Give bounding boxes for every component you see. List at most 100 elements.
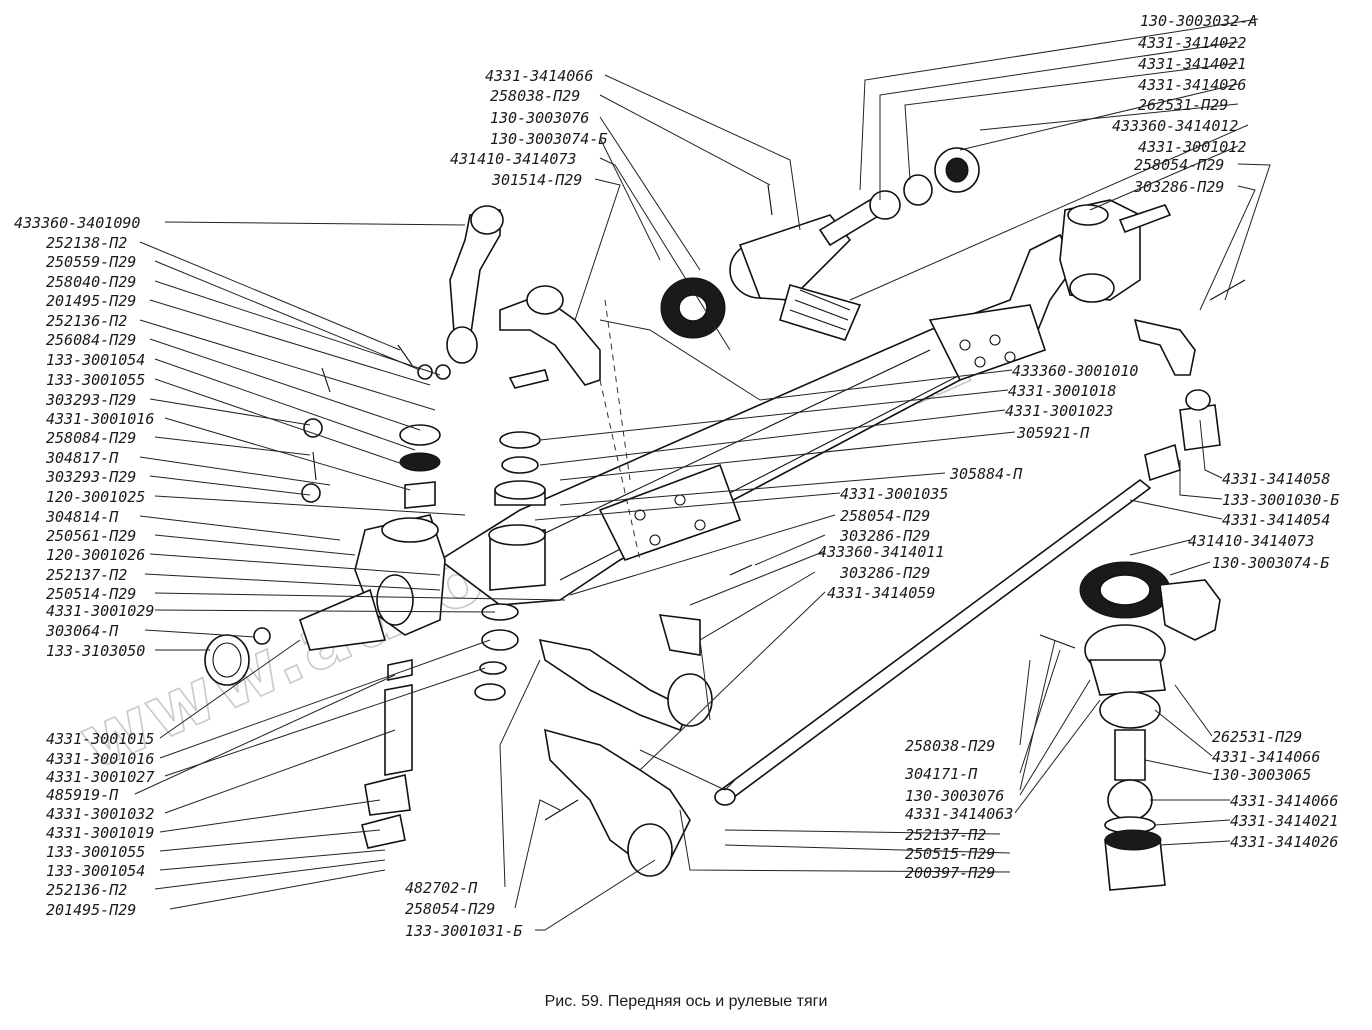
- label-bottom-left-1: 4331-3001016: [46, 750, 154, 768]
- label-top-11: 130-3003076: [490, 109, 589, 127]
- label-bottom-middle-6: 200397-П29: [905, 864, 995, 882]
- label-top-6: 4331-3001012: [1138, 138, 1246, 156]
- label-top-3: 4331-3414026: [1138, 76, 1246, 94]
- tie-rod-ends-left: [499, 285, 601, 389]
- tie-rod: [714, 443, 1181, 806]
- label-left-10: 4331-3001016: [46, 410, 154, 428]
- label-left-17: 120-3001026: [46, 546, 145, 564]
- label-right-7: 130-3003065: [1212, 766, 1311, 784]
- label-bottom-left-0: 4331-3001015: [46, 730, 154, 748]
- label-bottom-left-3: 485919-П: [46, 786, 119, 804]
- label-left-19: 250514-П29: [46, 585, 136, 603]
- label-bottom-middle-5: 250515-П29: [905, 845, 995, 863]
- label-bottom-left-5: 4331-3001019: [46, 824, 154, 842]
- label-right-5: 262531-П29: [1212, 728, 1302, 746]
- label-bottom-middle-4: 252137-П2: [905, 826, 986, 844]
- label-group-top: 130-3003032-А 4331-3414022 4331-3414021 …: [450, 12, 1257, 196]
- label-right-0: 4331-3414058: [1222, 470, 1330, 488]
- label-bottom-middle-2: 130-3003076: [905, 787, 1004, 805]
- label-left-7: 133-3001054: [46, 351, 145, 369]
- label-top-2: 4331-3414021: [1138, 55, 1246, 73]
- label-middle-9: 303286-П29: [839, 564, 930, 582]
- label-top-5: 433360-3414012: [1112, 117, 1238, 135]
- label-left-0: 433360-3401090: [14, 214, 140, 232]
- label-bottom-0: 482702-П: [405, 879, 478, 897]
- label-top-9: 4331-3414066: [485, 67, 593, 85]
- label-left-21: 303064-П: [45, 622, 119, 640]
- steering-ball-joint-upper: [660, 147, 980, 341]
- label-left-12: 304817-П: [45, 449, 119, 467]
- drag-link-end-right: [1079, 561, 1221, 891]
- label-top-4: 262531-П29: [1138, 96, 1228, 114]
- label-left-8: 133-3001055: [46, 371, 145, 389]
- king-pin-parts: [301, 364, 546, 849]
- label-bottom-left-4: 4331-3001032: [46, 805, 154, 823]
- label-group-bottom: 482702-П 258054-П29 133-3001031-Б: [405, 879, 522, 940]
- label-bottom-middle-1: 304171-П: [904, 765, 978, 783]
- label-right-3: 431410-3414073: [1188, 532, 1314, 550]
- label-bottom-left-7: 133-3001054: [46, 862, 145, 880]
- label-group-left: 433360-3401090 252138-П2 250559-П29 2580…: [14, 214, 154, 660]
- label-left-9: 303293-П29: [45, 391, 136, 409]
- label-middle-5: 4331-3001035: [840, 485, 948, 503]
- label-left-11: 258084-П29: [46, 429, 136, 447]
- label-top-13: 431410-3414073: [450, 150, 576, 168]
- label-group-middle: 433360-3001010 4331-3001018 4331-3001023…: [818, 362, 1138, 602]
- label-middle-2: 4331-3001023: [1005, 402, 1113, 420]
- label-bottom-left-6: 133-3001055: [46, 843, 145, 861]
- label-middle-4: 305884-П: [949, 465, 1023, 483]
- label-right-9: 4331-3414021: [1230, 812, 1338, 830]
- label-group-bottom-left: 4331-3001015 4331-3001016 4331-3001027 4…: [46, 730, 154, 919]
- label-top-12: 130-3003074-Б: [490, 130, 607, 148]
- label-left-20: 4331-3001029: [46, 602, 154, 620]
- label-left-5: 252136-П2: [46, 312, 127, 330]
- label-middle-6: 258054-П29: [840, 507, 930, 525]
- steering-arm-lower: [538, 614, 713, 877]
- label-group-bottom-middle: 258038-П29 304171-П 130-3003076 4331-341…: [904, 737, 1013, 882]
- label-group-right: 4331-3414058 133-3001030-Б 4331-3414054 …: [1188, 470, 1339, 851]
- front-axle-beam: [438, 233, 1076, 606]
- label-top-0: 130-3003032-А: [1140, 12, 1257, 30]
- pitman-arm: [446, 205, 504, 364]
- label-bottom-2: 133-3001031-Б: [405, 922, 522, 940]
- label-middle-8: 433360-3414011: [818, 543, 944, 561]
- label-left-4: 201495-П29: [46, 292, 136, 310]
- label-left-3: 258040-П29: [46, 273, 136, 291]
- leader-lines: [134, 18, 1271, 931]
- label-bottom-left-2: 4331-3001027: [46, 768, 154, 786]
- label-bottom-middle-3: 4331-3414063: [905, 805, 1013, 823]
- label-left-22: 133-3103050: [46, 642, 145, 660]
- label-left-14: 120-3001025: [46, 488, 145, 506]
- label-left-16: 250561-П29: [46, 527, 136, 545]
- label-top-7: 258054-П29: [1134, 156, 1224, 174]
- label-top-10: 258038-П29: [490, 87, 580, 105]
- label-left-1: 252138-П2: [46, 234, 127, 252]
- label-middle-7: 303286-П29: [839, 527, 930, 545]
- label-right-6: 4331-3414066: [1212, 748, 1320, 766]
- label-bottom-left-8: 252136-П2: [46, 881, 127, 899]
- label-left-15: 304814-П: [45, 508, 119, 526]
- label-right-1: 133-3001030-Б: [1222, 491, 1339, 509]
- label-left-6: 256084-П29: [46, 331, 136, 349]
- label-bottom-1: 258054-П29: [405, 900, 495, 918]
- label-right-2: 4331-3414054: [1222, 511, 1330, 529]
- tie-rod-end-right: [1133, 318, 1221, 451]
- label-middle-10: 4331-3414059: [827, 584, 935, 602]
- label-bottom-left-9: 201495-П29: [46, 901, 136, 919]
- label-left-2: 250559-П29: [46, 253, 136, 271]
- label-middle-3: 305921-П: [1016, 424, 1090, 442]
- label-left-13: 303293-П29: [45, 468, 136, 486]
- label-right-4: 130-3003074-Б: [1212, 554, 1329, 572]
- label-bottom-middle-0: 258038-П29: [905, 737, 995, 755]
- label-top-1: 4331-3414022: [1138, 34, 1246, 52]
- label-right-8: 4331-3414066: [1230, 792, 1338, 810]
- label-middle-0: 433360-3001010: [1012, 362, 1138, 380]
- label-top-8: 303286-П29: [1133, 178, 1224, 196]
- cotter-pins: [312, 184, 1246, 821]
- steering-knuckle-right: [1059, 199, 1172, 303]
- label-right-10: 4331-3414026: [1230, 833, 1338, 851]
- label-left-18: 252137-П2: [46, 566, 127, 584]
- figure-caption: Рис. 59. Передняя ось и рулевые тяги: [545, 993, 828, 1010]
- label-middle-1: 4331-3001018: [1008, 382, 1116, 400]
